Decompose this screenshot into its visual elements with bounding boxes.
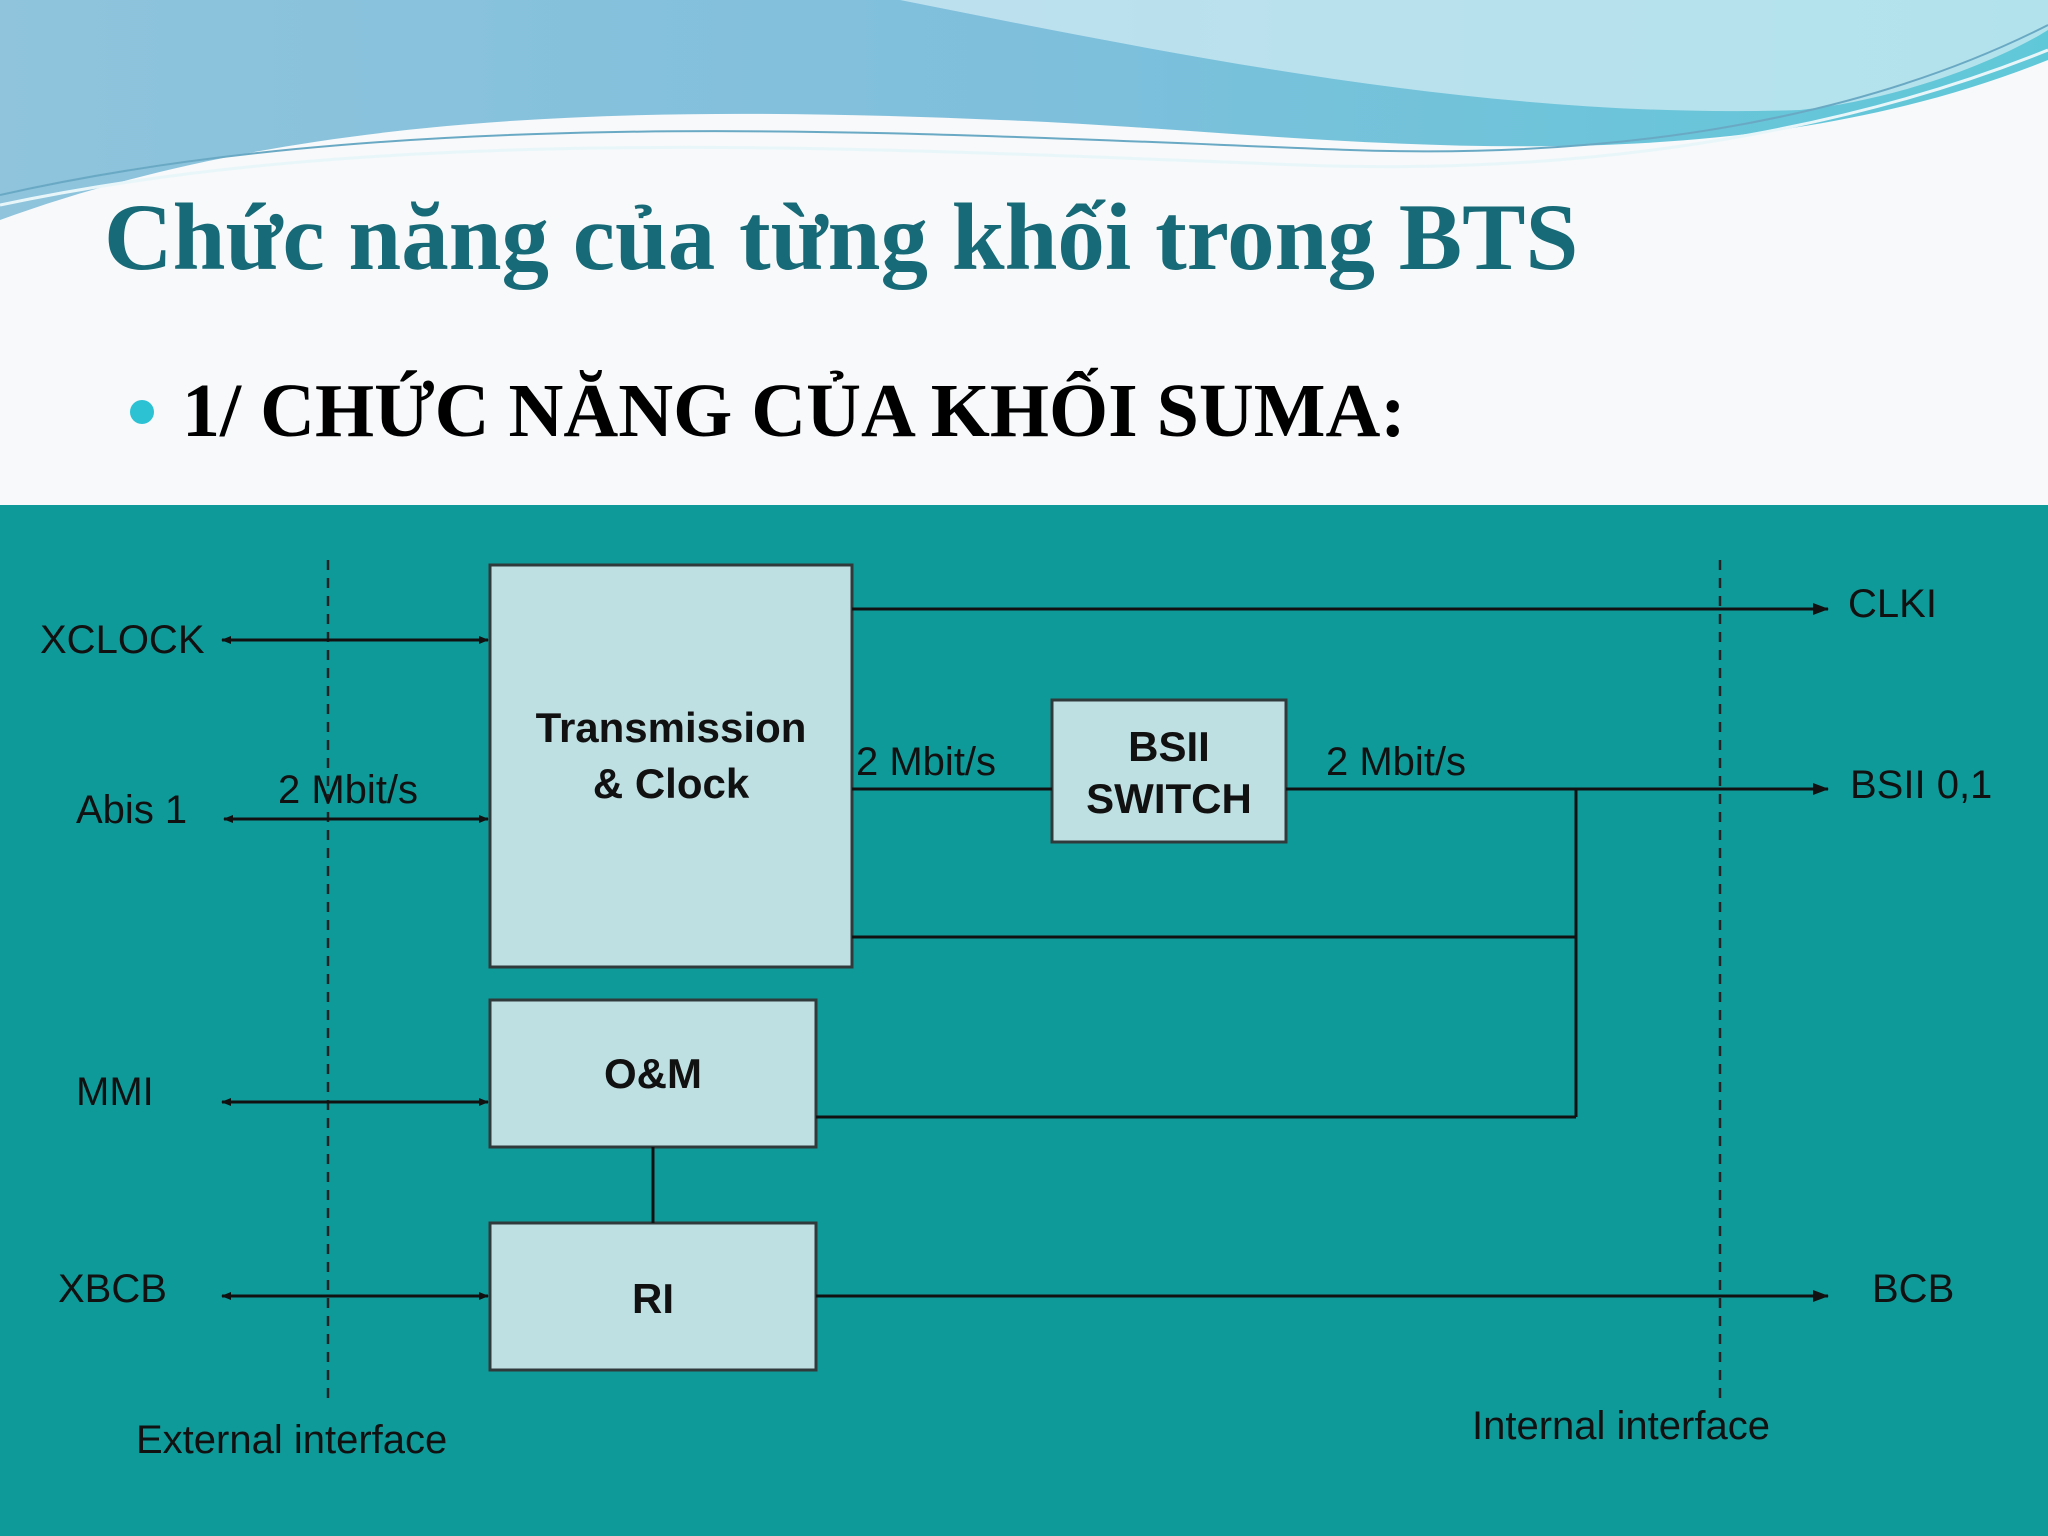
- slide-title: Chức năng của từng khối trong BTS: [104, 184, 1579, 290]
- suma-block-diagram: Transmission & Clock BSII SWITCH O&M RI …: [0, 505, 2048, 1536]
- mmi-label: MMI: [76, 1070, 154, 1114]
- clki-label: CLKI: [1848, 582, 1937, 626]
- om-block: [488, 998, 818, 1149]
- bsii-switch-block: [1050, 698, 1288, 844]
- external-interface-label: External interface: [136, 1418, 447, 1462]
- transmission-clock-block: [488, 563, 854, 969]
- diagram-background: [0, 505, 2048, 1536]
- bcb-label: BCB: [1872, 1267, 1954, 1311]
- internal-interface-label: Internal interface: [1472, 1404, 1770, 1448]
- bsii-port-label: BSII 0,1: [1850, 763, 1992, 807]
- bsii-label: BSII: [1128, 723, 1210, 770]
- abis-rate-label: 2 Mbit/s: [278, 768, 418, 812]
- tc-bsii-rate-label: 2 Mbit/s: [856, 740, 996, 784]
- om-label: O&M: [604, 1050, 702, 1097]
- xbcb-label: XBCB: [58, 1267, 167, 1311]
- bullet-text: 1/ CHỨC NĂNG CỦA KHỐI SUMA:: [182, 369, 1406, 453]
- bullet-item: 1/ CHỨC NĂNG CỦA KHỐI SUMA:: [130, 368, 1406, 455]
- switch-label: SWITCH: [1086, 775, 1252, 822]
- xclock-label: XCLOCK: [40, 618, 205, 662]
- clock-label: & Clock: [593, 760, 750, 807]
- ri-label: RI: [632, 1275, 674, 1322]
- bullet-dot-icon: [130, 399, 154, 424]
- bsii-out-rate-label: 2 Mbit/s: [1326, 740, 1466, 784]
- header-wave-decoration: [0, 0, 2048, 220]
- abis-label: Abis 1: [76, 788, 187, 832]
- transmission-label: Transmission: [536, 704, 807, 751]
